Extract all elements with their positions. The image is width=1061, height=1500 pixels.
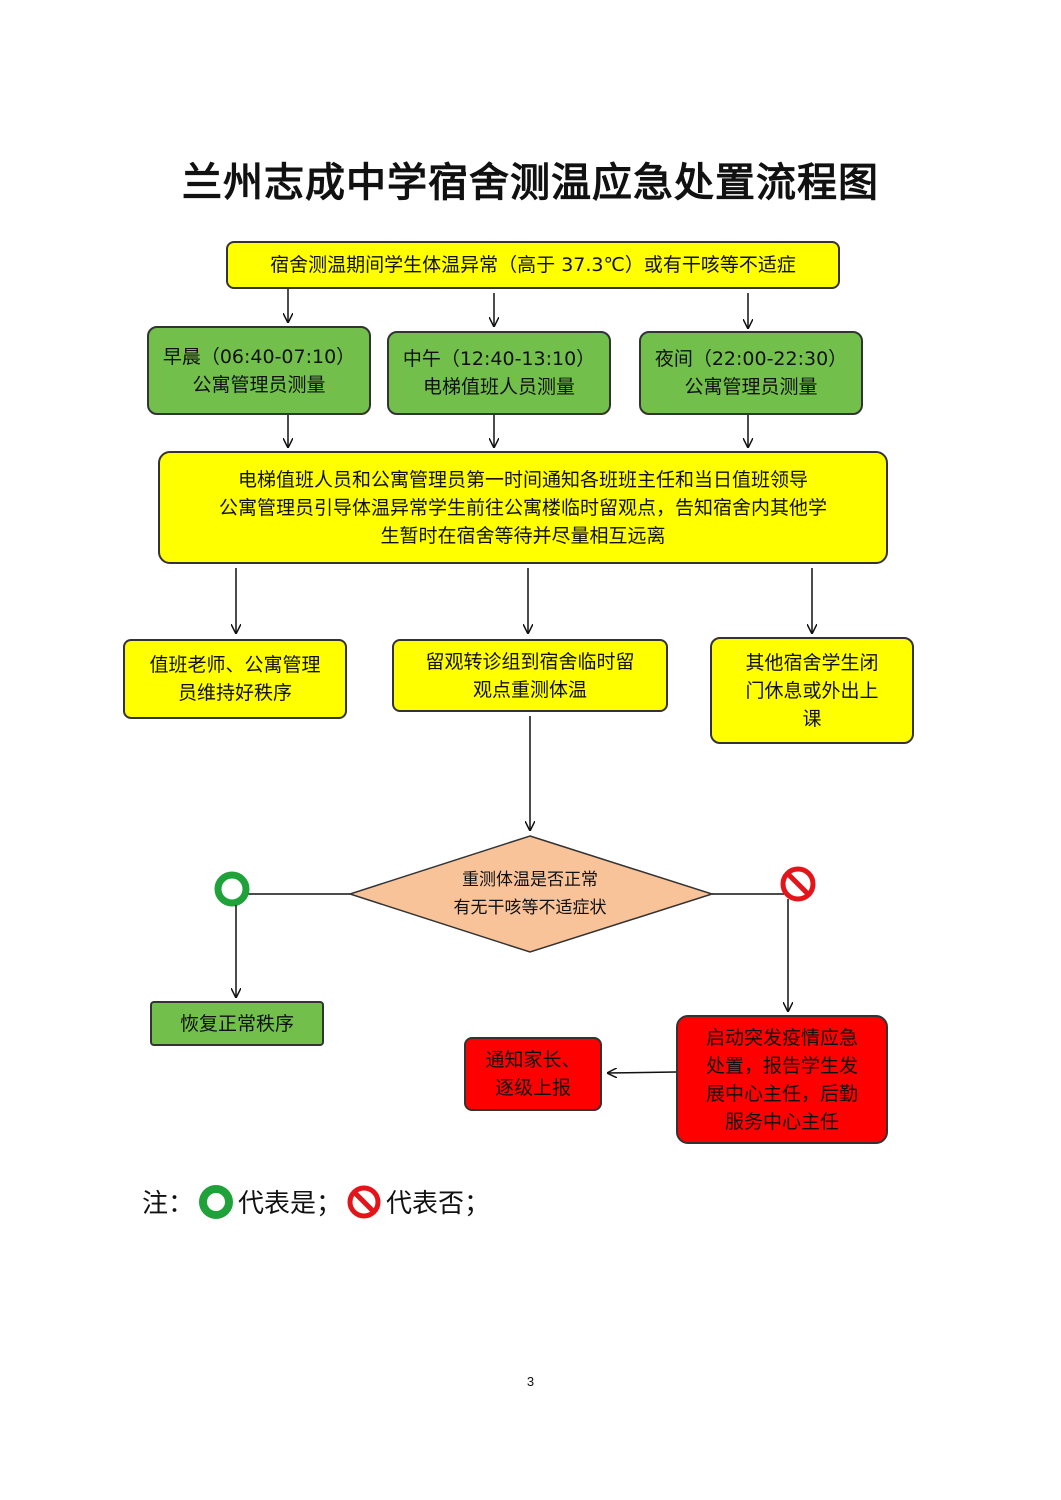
- start-box: 宿舍测温期间学生体温异常（高于 37.3℃）或有干咳等不适症: [226, 241, 840, 289]
- legend-yes-text: 代表是；: [238, 1189, 343, 1219]
- restore-box: 恢复正常秩序: [150, 1001, 324, 1046]
- retest-box: 留观转诊组到宿舍临时留 观点重测体温: [392, 639, 668, 712]
- yes-circle-icon: [214, 871, 250, 907]
- no-prohibited-icon: [780, 866, 816, 902]
- restore-text: 恢复正常秩序: [179, 1012, 294, 1035]
- others-box: 其他宿舍学生闭 门休息或外出上 课: [710, 637, 914, 744]
- shift-noon-box: 中午（12:40-13:10） 电梯值班人员测量: [387, 331, 611, 415]
- order-text: 值班老师、公寓管理 员维持好秩序: [149, 654, 321, 704]
- report-text: 通知家长、 逐级上报: [485, 1049, 581, 1099]
- shift-noon-time: 中午（12:40-13:10）: [402, 348, 596, 370]
- legend-yes-icon: [199, 1184, 234, 1219]
- legend-prefix: 注：: [142, 1189, 195, 1219]
- shift-night-who: 公寓管理员测量: [684, 376, 818, 398]
- decision-text: 重测体温是否正常 有无干咳等不适症状: [453, 870, 607, 918]
- shift-morning-box: 早晨（06:40-07:10） 公寓管理员测量: [147, 326, 371, 415]
- shift-noon-who: 电梯值班人员测量: [422, 376, 575, 398]
- start-text: 宿舍测温期间学生体温异常（高于 37.3℃）或有干咳等不适症: [270, 254, 796, 276]
- report-box: 通知家长、 逐级上报: [464, 1037, 602, 1111]
- emergency-box: 启动突发疫情应急 处置，报告学生发 展中心主任，后勤 服务中心主任: [676, 1015, 888, 1144]
- emergency-text: 启动突发疫情应急 处置，报告学生发 展中心主任，后勤 服务中心主任: [705, 1026, 858, 1133]
- others-text: 其他宿舍学生闭 门休息或外出上 课: [745, 651, 879, 730]
- decision-diamond: [347, 835, 715, 953]
- notify-text: 电梯值班人员和公寓管理员第一时间通知各班班主任和当日值班领导 公寓管理员引导体温…: [218, 468, 827, 547]
- legend-no-text: 代表否；: [386, 1189, 491, 1219]
- legend-no-icon: [347, 1185, 381, 1218]
- notify-box: 电梯值班人员和公寓管理员第一时间通知各班班主任和当日值班领导 公寓管理员引导体温…: [158, 451, 888, 564]
- retest-text: 留观转诊组到宿舍临时留 观点重测体温: [425, 650, 635, 701]
- shift-morning-who: 公寓管理员测量: [192, 373, 326, 396]
- page-number: 3: [526, 1374, 535, 1389]
- shift-morning-time: 早晨（06:40-07:10）: [162, 345, 356, 368]
- shift-night-box: 夜间（22:00-22:30） 公寓管理员测量: [639, 331, 863, 415]
- legend-note: 注： 代表是； 代表否；: [142, 1183, 490, 1220]
- shift-night-time: 夜间（22:00-22:30）: [654, 348, 848, 370]
- page-title: 兰州志成中学宿舍测温应急处置流程图: [182, 159, 879, 206]
- order-box: 值班老师、公寓管理 员维持好秩序: [123, 639, 347, 719]
- arrow-emergency-report: [608, 1072, 677, 1073]
